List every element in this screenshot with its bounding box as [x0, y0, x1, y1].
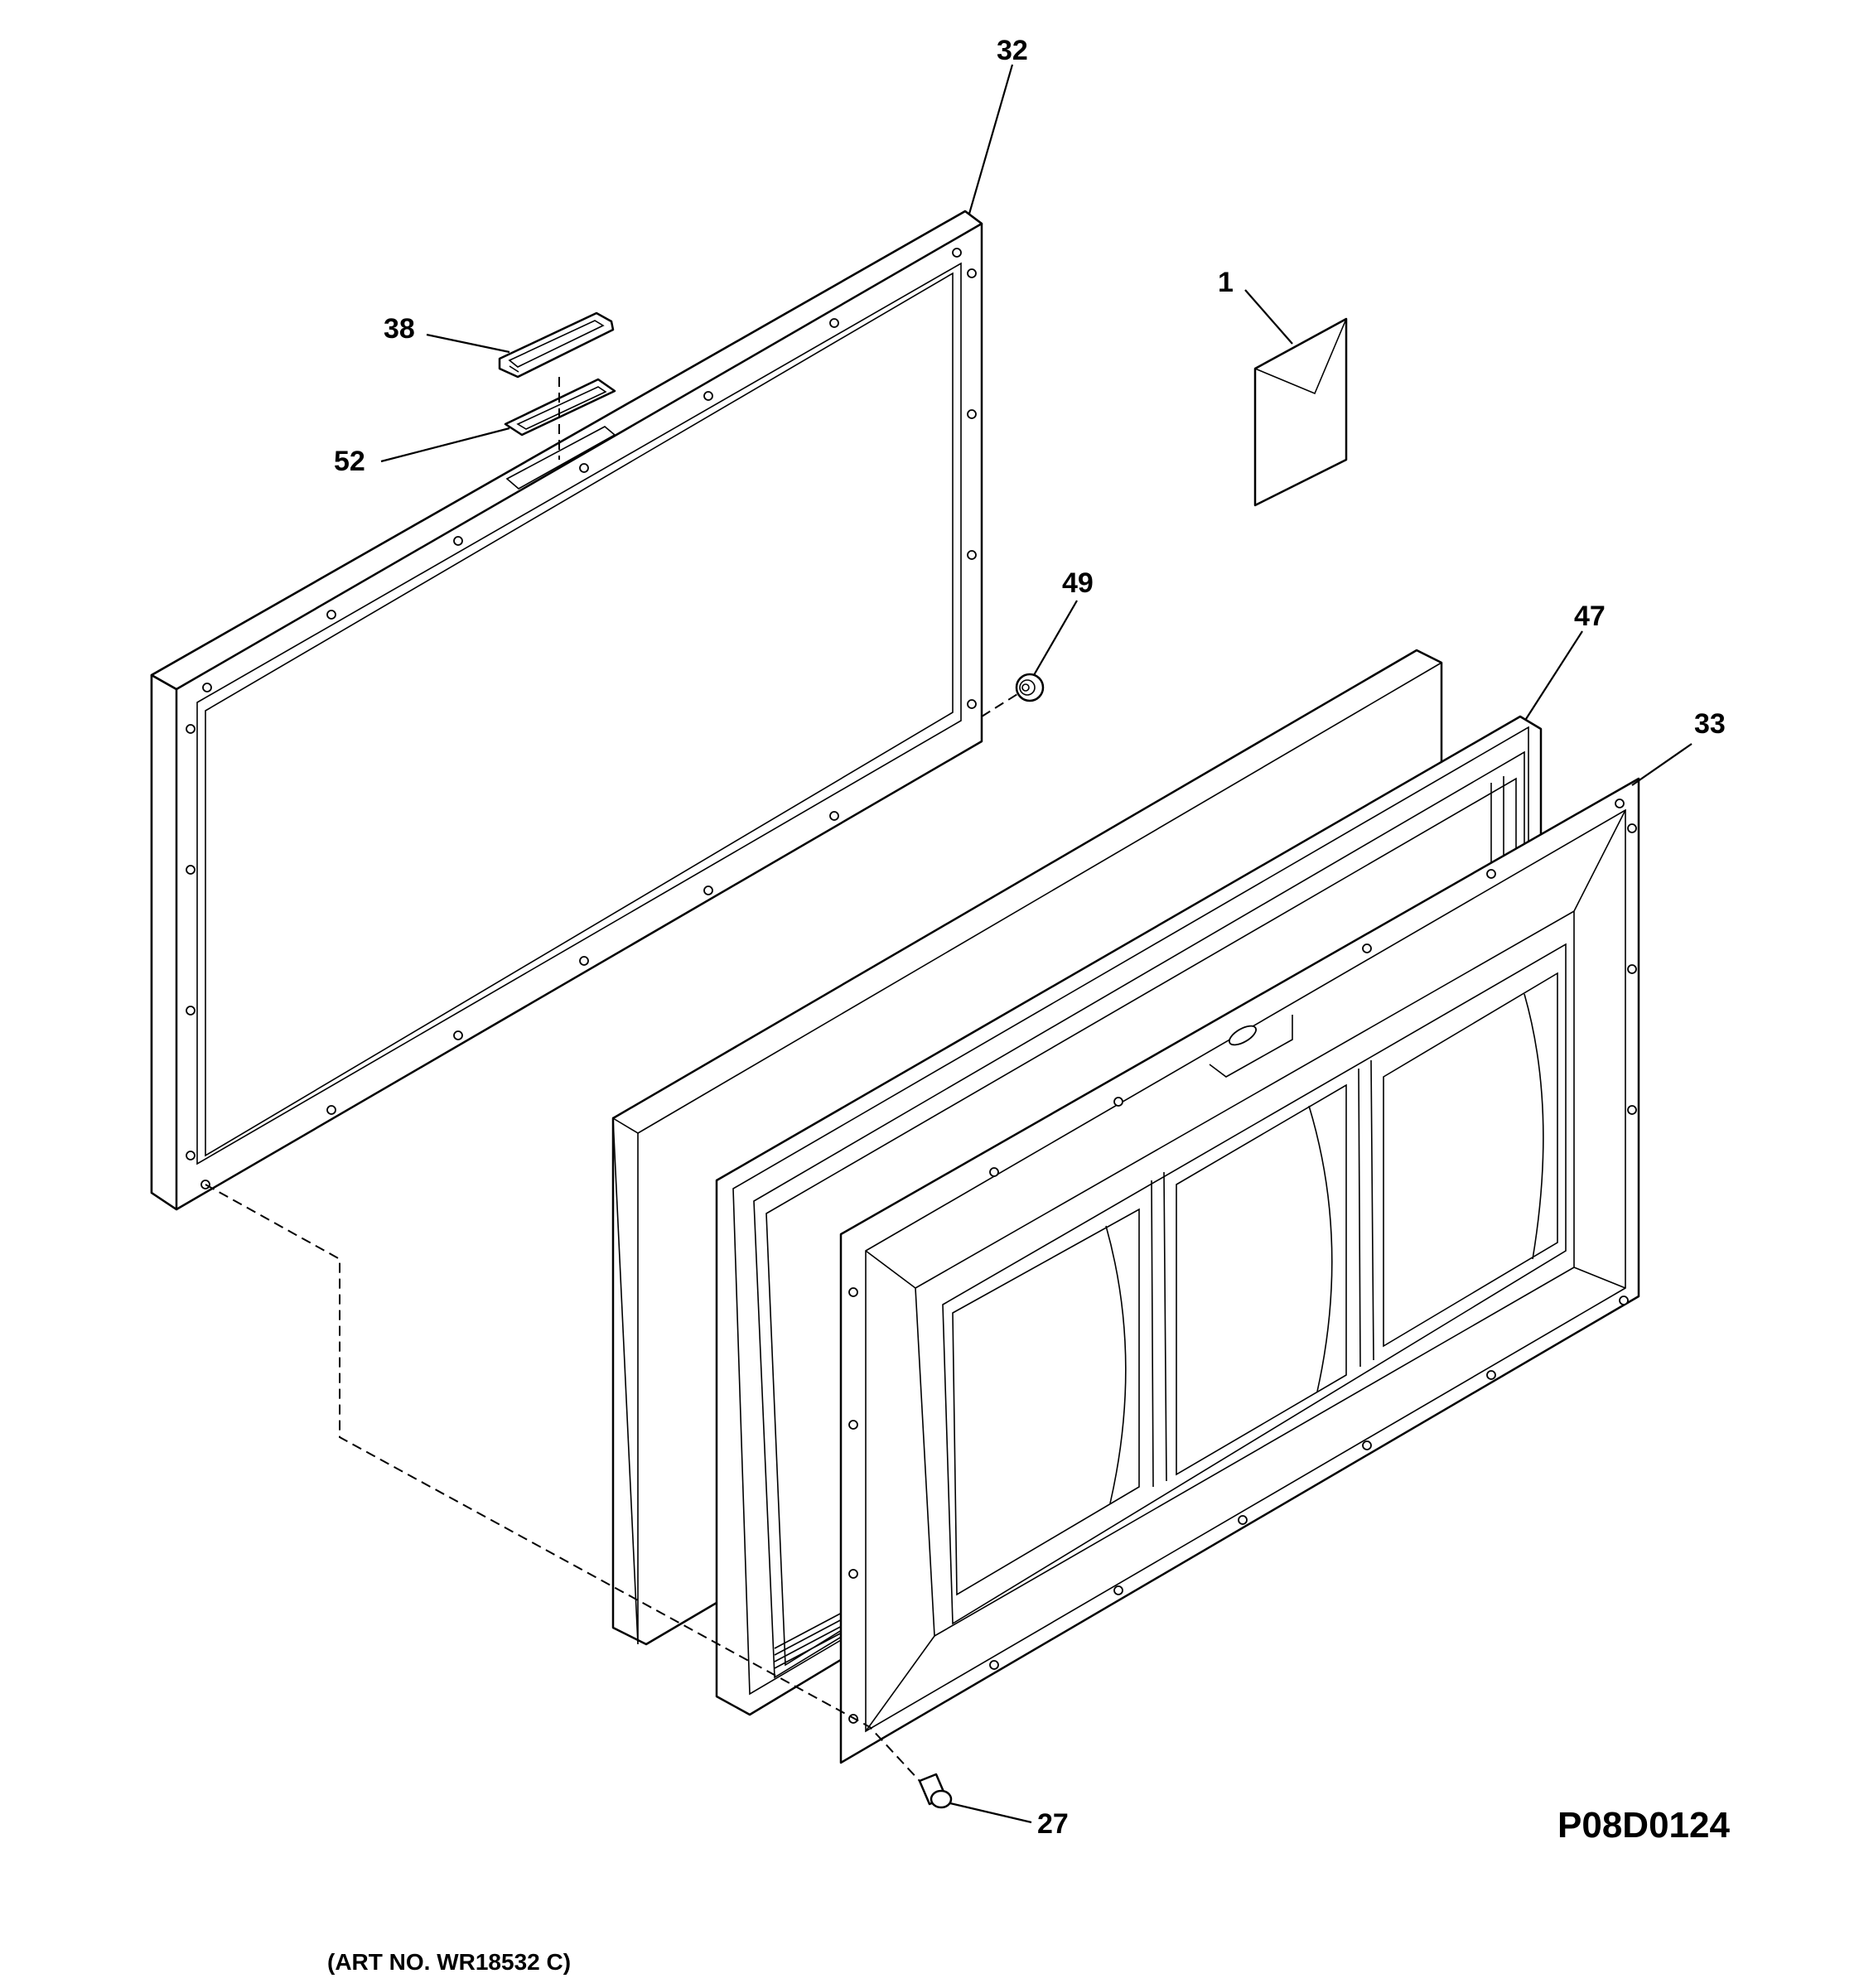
callout-1: 1 — [1218, 267, 1234, 298]
part-1-envelope — [1253, 317, 1348, 507]
callout-labels: 32 38 52 1 49 47 33 27 — [334, 35, 1726, 1840]
art-number: (ART NO. WR18532 C) — [327, 1949, 571, 1975]
callout-47: 47 — [1574, 601, 1606, 632]
part-49-cap — [1015, 673, 1045, 702]
callout-49: 49 — [1062, 567, 1094, 599]
callout-27: 27 — [1037, 1808, 1069, 1840]
part-32-door-frame — [150, 210, 983, 1211]
part-52-handle-gasket — [504, 378, 616, 437]
frame-alignment-line — [205, 1184, 920, 1782]
callout-33: 33 — [1694, 708, 1726, 740]
leader-lines — [380, 64, 1693, 1824]
part-38-handle — [498, 311, 615, 379]
part-27-screw — [918, 1773, 953, 1809]
callout-38: 38 — [384, 313, 415, 345]
callout-32: 32 — [997, 35, 1028, 66]
callout-52: 52 — [334, 446, 365, 477]
cap-alignment-line — [981, 693, 1018, 717]
part-33-inner-door-panel — [839, 777, 1640, 1764]
drawing-id: P08D0124 — [1557, 1805, 1730, 1846]
